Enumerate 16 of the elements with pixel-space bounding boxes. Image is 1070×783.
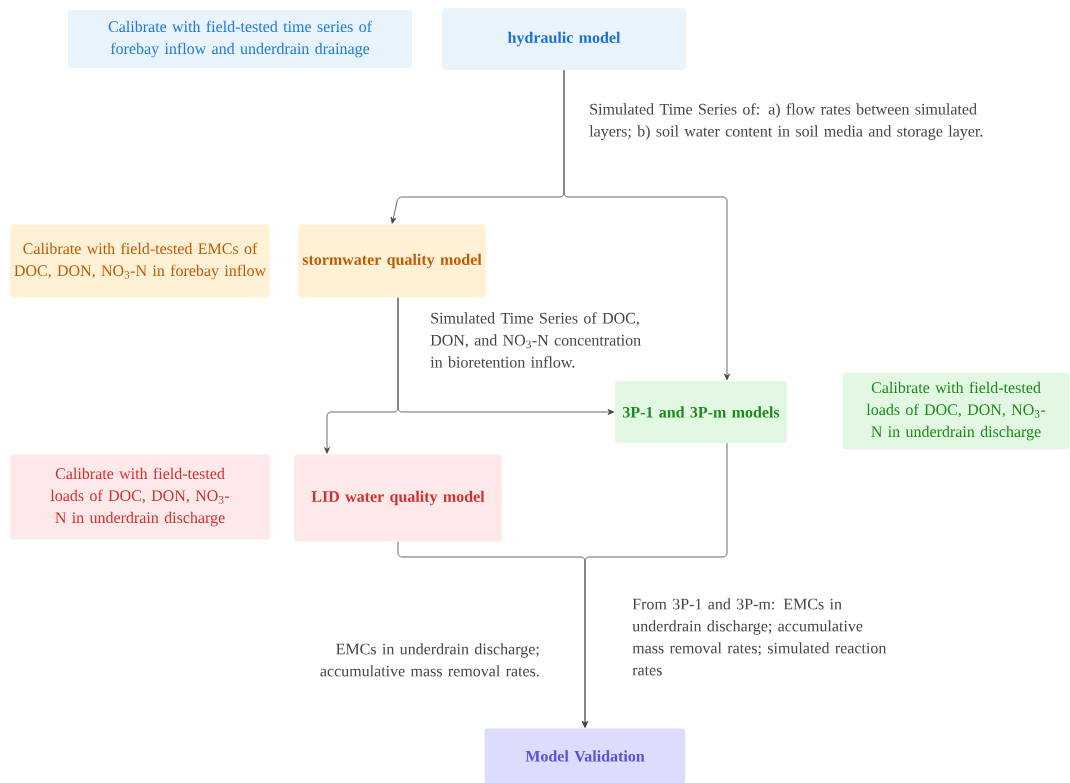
edge-label: Simulated Time Series of: a) flow rates between simulated layers; b) soil water content in soil media and storage layer. bbox=[589, 103, 983, 140]
calibration-box: Calibrate with field-tested loads of DOC, DON, NO$_{3}$-N in underdrain discharge bbox=[10, 454, 270, 540]
model-box: LID water quality model bbox=[294, 454, 502, 542]
model-box: hydraulic model bbox=[442, 8, 686, 70]
arrow bbox=[563, 69, 730, 381]
model-box: stormwater quality model bbox=[298, 224, 486, 298]
calibration-box: Calibrate with field-tested EMCs of DOC, DON, NO$_{3}$-N in forebay inflow bbox=[10, 224, 270, 298]
calibration-box: Calibrate with field-tested time series of forebay inflow and underdrain drainage bbox=[68, 10, 412, 68]
edge-label: Simulated Time Series of DOC, DON, and NO$_{3}$-N concentration in bioretention inflow. bbox=[430, 312, 641, 368]
edge-label: EMCs in underdrain discharge; accumulative mass removal rates. bbox=[320, 643, 539, 677]
arrow bbox=[397, 297, 615, 415]
edge-label: From 3P-1 and 3P-m: EMCs in underdrain discharge; accumulative mass removal rates; simulated reaction rates bbox=[632, 598, 887, 676]
model-box: Model Validation bbox=[484, 728, 686, 783]
calibration-box: Calibrate with field-tested loads of DOC, DON, NO$_{3}$-N in underdrain discharge bbox=[842, 372, 1070, 450]
model-box: 3P-1 and 3P-m models bbox=[615, 381, 787, 443]
arrow bbox=[582, 442, 728, 728]
